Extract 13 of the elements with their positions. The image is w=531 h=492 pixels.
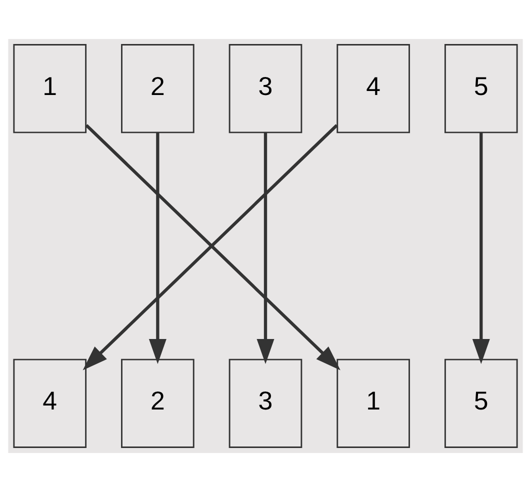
node-box: 4: [13, 358, 87, 448]
node-box: 2: [121, 358, 194, 448]
node-box: 1: [13, 44, 87, 134]
node-box: 3: [228, 358, 302, 448]
node-box: 2: [121, 44, 194, 134]
arrow: [256, 132, 274, 364]
arrow: [472, 132, 490, 364]
node-box: 5: [444, 358, 518, 448]
node-box: 5: [444, 44, 518, 134]
node-box: 3: [228, 44, 302, 134]
node-box: 1: [336, 358, 410, 448]
node-box: 4: [336, 44, 410, 134]
arrow: [148, 132, 166, 364]
